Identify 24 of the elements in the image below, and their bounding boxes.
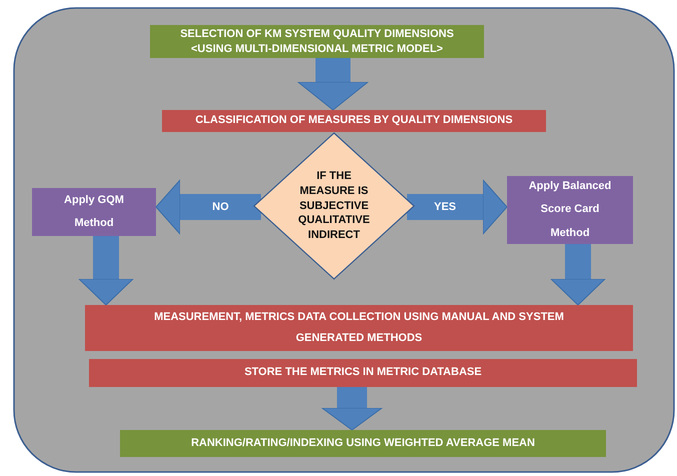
block-arrow	[298, 58, 368, 110]
node-label: STORE THE METRICS IN METRIC DATABASE	[243, 365, 483, 380]
node-label: Apply Balanced Score Card Method	[528, 179, 612, 241]
block-arrow	[78, 236, 134, 306]
process-box	[32, 188, 156, 236]
node-label: MEASUREMENT, METRICS DATA COLLECTION USING MANUAL AND SYSTEM GENERATED METHODS	[153, 310, 565, 346]
process-bar	[120, 430, 606, 457]
process-bar	[85, 305, 633, 351]
node-label: RANKING/RATING/INDEXING USING WEIGHTED AVERAGE MEAN	[190, 436, 536, 451]
block-arrow	[550, 244, 606, 306]
process-box	[150, 25, 484, 58]
block-arrow	[322, 387, 382, 430]
node-label: IF THE MEASURE IS SUBJECTIVE QUALITATIVE INDIRECT	[297, 168, 371, 244]
decision-diamond	[253, 132, 415, 280]
node-label: CLASSIFICATION OF MEASURES BY QUALITY DIMENSIONS	[194, 113, 514, 128]
node-label: Apply GQM Method	[63, 192, 125, 231]
process-box	[507, 176, 633, 244]
process-bar	[162, 110, 546, 132]
node-label: SELECTION OF KM SYSTEM QUALITY DIMENSIONS <USING MULTI-DIMENSIONAL METRIC MODEL>	[179, 27, 455, 56]
edge-label: YES	[434, 201, 456, 213]
edge-label: NO	[212, 201, 229, 213]
process-bar	[89, 359, 637, 387]
block-arrow	[156, 180, 261, 234]
block-arrow	[407, 180, 508, 234]
